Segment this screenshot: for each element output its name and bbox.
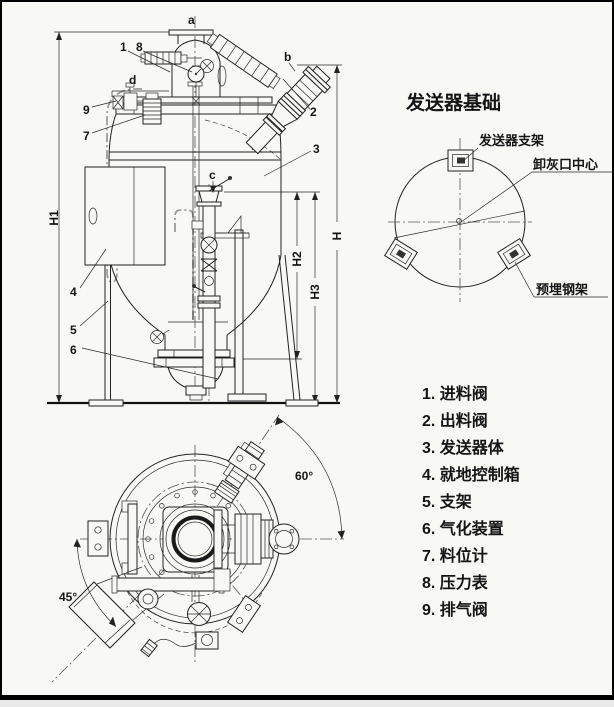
label-part-4: 4 xyxy=(70,285,77,299)
plan-angle-dims: 60° 45° xyxy=(59,416,345,627)
foundation-title: 发送器基础 xyxy=(405,91,501,114)
label-part-2: 2 xyxy=(310,105,317,119)
skirt-arc xyxy=(123,583,267,634)
elevation-view: a 1 8 b 2 d 9 7 3 c 4 5 6 H1 H2 H3 H xyxy=(47,13,344,407)
label-part-1: 1 xyxy=(120,40,127,54)
label-part-6: 6 xyxy=(70,343,77,357)
label-dim-h1: H1 xyxy=(47,210,61,226)
legend-item-7: 7. 料位计 xyxy=(422,546,488,565)
foundation-leaders xyxy=(460,147,614,298)
discharge-actuator xyxy=(206,32,281,90)
plan-se-pad xyxy=(226,595,262,633)
aeration-valve xyxy=(150,329,170,344)
legend-item-3: 3. 发送器体 xyxy=(422,438,505,457)
label-dim-h3: H3 xyxy=(308,284,322,300)
label-point-c: c xyxy=(209,168,216,182)
foundation-pad-top xyxy=(447,149,474,172)
foundation-diameter-line xyxy=(393,210,526,239)
plan-inlet-assembly xyxy=(213,440,266,504)
label-part-7: 7 xyxy=(83,129,90,143)
discharge-column xyxy=(191,176,232,389)
dimension-lines xyxy=(54,31,342,403)
label-part-9: 9 xyxy=(83,103,90,117)
foundation-center-mark xyxy=(456,218,462,224)
legend-item-9: 9. 排气阀 xyxy=(422,600,488,619)
leader-lines xyxy=(79,50,312,380)
legend-item-4: 4. 就地控制箱 xyxy=(422,465,520,484)
label-part-5: 5 xyxy=(70,323,77,337)
level-gauge-pipe xyxy=(106,88,143,283)
plan-west-pad xyxy=(87,520,109,557)
label-dim-h: H xyxy=(330,232,344,241)
legend-item-1: 1. 进料阀 xyxy=(422,384,488,403)
label-part-8: 8 xyxy=(136,40,143,54)
legend-item-2: 2. 出料阀 xyxy=(422,411,488,430)
label-embedded-steel: 预埋钢架 xyxy=(536,282,588,297)
plan-discharge-assembly xyxy=(222,513,300,565)
discharge-valve xyxy=(245,65,331,155)
plan-chute xyxy=(68,566,165,649)
control-box xyxy=(84,166,166,266)
label-bracket: 发送器支架 xyxy=(478,133,544,148)
foundation-pad-right xyxy=(496,237,532,271)
foundation-view: 发送器基础 发送器支架 卸灰口中心 预埋钢架 xyxy=(383,91,614,302)
label-angle-45: 45° xyxy=(59,590,77,604)
label-point-d: d xyxy=(129,73,136,87)
bottom-flange xyxy=(121,486,248,592)
exhaust-valve xyxy=(112,82,143,111)
plan-bottom-fittings xyxy=(111,568,231,658)
feed-valve xyxy=(140,51,214,87)
pressure-gauge xyxy=(187,65,205,97)
level-gauge xyxy=(142,92,162,125)
label-point-a: a xyxy=(188,13,195,27)
label-dim-h2: H2 xyxy=(290,251,304,267)
label-angle-60: 60° xyxy=(295,469,313,483)
plan-view: 60° 45° xyxy=(51,414,345,683)
label-part-3: 3 xyxy=(313,142,320,156)
legend-item-8: 8. 压力表 xyxy=(422,573,489,592)
legend-item-5: 5. 支架 xyxy=(422,492,472,511)
label-point-b: b xyxy=(284,50,291,64)
label-ash-center: 卸灰口中心 xyxy=(533,157,598,172)
foundation-pad-left xyxy=(383,237,419,271)
parts-legend: 1. 进料阀 2. 出料阀 3. 发送器体 4. 就地控制箱 5. 支架 6. … xyxy=(422,384,520,619)
legend-item-6: 6. 气化装置 xyxy=(422,519,504,538)
aeration-pipe xyxy=(174,209,194,320)
plan-chute-axis xyxy=(51,538,196,683)
